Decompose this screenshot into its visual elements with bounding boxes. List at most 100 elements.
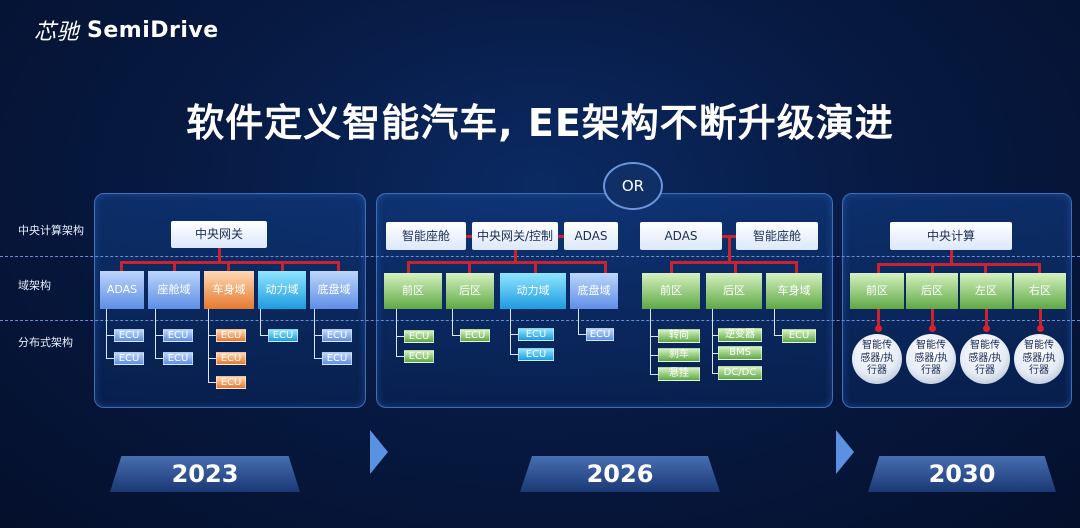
- ecu-box: ECU: [114, 329, 144, 342]
- smart-sensor-circle: 智能传感器/执行器: [1014, 334, 1064, 384]
- tree-line: [578, 334, 586, 335]
- domain-body: 车身域: [204, 271, 254, 309]
- connector: [728, 238, 731, 262]
- connector: [558, 235, 564, 238]
- tree-line: [106, 309, 107, 359]
- connector-dot: [875, 325, 882, 332]
- tree-line: [208, 358, 216, 359]
- zone-rear: 后区: [446, 273, 494, 309]
- ecu-box: ECU: [460, 329, 490, 342]
- tree-line: [208, 309, 209, 383]
- tree-line: [155, 335, 163, 336]
- tree-line: [712, 353, 718, 354]
- connector-dot: [983, 325, 990, 332]
- domain-cockpit: 座舱域: [148, 271, 200, 309]
- tree-line: [314, 309, 315, 359]
- connector: [877, 263, 1041, 266]
- chevron-right-icon: [836, 430, 854, 474]
- divider-domain: [0, 320, 1080, 321]
- logo-cn: 芯驰: [34, 20, 80, 45]
- connector: [407, 261, 410, 273]
- year-2030: 2030: [868, 456, 1056, 492]
- connector: [407, 261, 607, 264]
- ecu-box: ECU: [163, 329, 193, 342]
- connector-dot: [1037, 325, 1044, 332]
- semidrive-logo: 芯驰 SemiDrive: [34, 14, 219, 46]
- connector: [604, 261, 607, 273]
- domain-power: 动力域: [500, 273, 566, 309]
- ecu-box: ECU: [268, 329, 298, 342]
- connector: [281, 261, 284, 271]
- connector: [534, 261, 537, 273]
- connector: [1038, 263, 1041, 273]
- ecu-box: ECU: [586, 328, 614, 341]
- tree-line: [208, 382, 216, 383]
- page-title: 软件定义智能汽车, EE架构不断升级演进: [186, 101, 894, 145]
- central-compute-box: 中央计算: [890, 222, 1012, 250]
- tree-line: [260, 335, 268, 336]
- tree-line: [650, 309, 651, 375]
- adas-box: ADAS: [564, 222, 618, 250]
- connector: [722, 235, 736, 238]
- ecu-box: ECU: [216, 329, 246, 342]
- tree-line: [578, 309, 579, 335]
- connector: [795, 261, 798, 273]
- tree-line: [510, 354, 518, 355]
- zone-body: 车身域: [766, 273, 822, 309]
- domain-chassis: 底盘域: [310, 271, 358, 309]
- ecu-box: ECU: [518, 348, 554, 361]
- tree-line: [314, 335, 322, 336]
- tree-line: [712, 309, 713, 374]
- ecu-box: ECU: [518, 328, 554, 341]
- tree-line: [774, 309, 775, 336]
- gateway-control-box: 中央网关/控制: [472, 222, 558, 250]
- tree-line: [712, 373, 718, 374]
- tree-line: [452, 309, 453, 336]
- tree-line: [106, 358, 114, 359]
- connector: [120, 261, 123, 271]
- ecu-box: ECU: [322, 352, 352, 365]
- tree-line: [155, 358, 163, 359]
- ecu-box: ECU: [163, 352, 193, 365]
- ecu-box: ECU: [114, 352, 144, 365]
- tree-line: [510, 334, 518, 335]
- tree-line: [650, 336, 658, 337]
- connector: [931, 309, 934, 329]
- chevron-right-icon: [370, 430, 388, 474]
- zone-left: 左区: [960, 273, 1012, 309]
- ecu-box: ECU: [322, 329, 352, 342]
- tree-line: [650, 374, 658, 375]
- ecu-box: ECU: [216, 376, 246, 389]
- year-2026: 2026: [520, 456, 720, 492]
- tree-line: [396, 336, 404, 337]
- zone-rear: 后区: [906, 273, 958, 309]
- tree-line: [712, 335, 718, 336]
- suspension-box: 悬挂: [658, 367, 700, 381]
- row-label-domain: 域架构: [18, 279, 51, 292]
- connector-dot: [929, 325, 936, 332]
- smart-cockpit-box: 智能座舱: [736, 222, 818, 250]
- smart-sensor-circle: 智能传感器/执行器: [906, 334, 956, 384]
- adas-box: ADAS: [640, 222, 722, 250]
- connector: [466, 235, 472, 238]
- tree-line: [314, 358, 322, 359]
- inverter-box: 逆变器: [718, 328, 762, 342]
- zone-right: 右区: [1014, 273, 1066, 309]
- connector: [468, 261, 471, 273]
- dcdc-box: DC/DC: [718, 366, 762, 380]
- ecu-box: ECU: [404, 350, 434, 363]
- brake-box: 刹车: [658, 348, 700, 362]
- tree-line: [396, 309, 397, 357]
- ecu-box: ECU: [216, 352, 246, 365]
- connector: [120, 261, 340, 264]
- steering-box: 转向: [658, 329, 700, 343]
- tree-line: [106, 335, 114, 336]
- connector: [931, 263, 934, 273]
- smart-sensor-circle: 智能传感器/执行器: [960, 334, 1010, 384]
- tree-line: [650, 355, 658, 356]
- logo-en: SemiDrive: [87, 17, 219, 43]
- tree-line: [452, 335, 460, 336]
- connector: [337, 261, 340, 271]
- tree-line: [774, 335, 782, 336]
- zone-rear: 后区: [706, 273, 762, 309]
